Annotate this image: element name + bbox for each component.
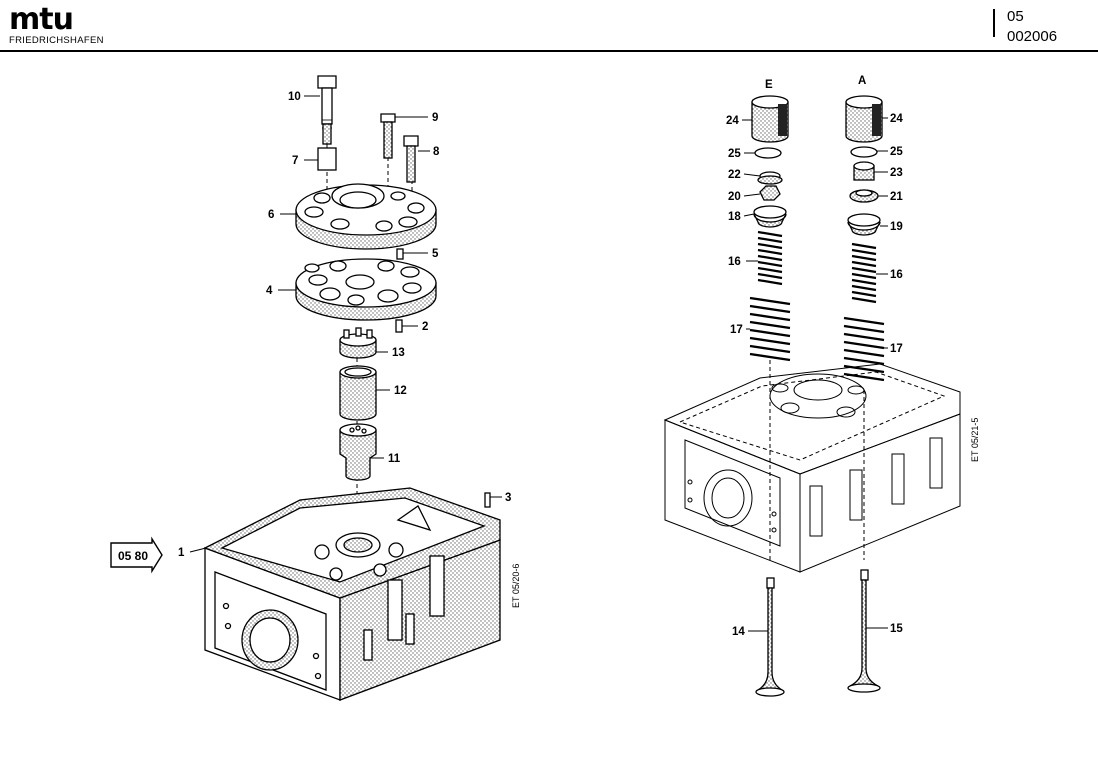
- part-10-bolt: [317, 75, 337, 145]
- left-reference-code: ET 05/20-6: [511, 564, 521, 608]
- part-2-pin: [395, 319, 403, 333]
- callout-5: 5: [432, 248, 439, 260]
- part-9-bolt: [380, 113, 396, 159]
- part-14-inlet-valve: [755, 577, 785, 697]
- mtu-logo: mtu FRIEDRICHSHAFEN: [9, 2, 104, 47]
- part-17-outer-spring-a: [843, 316, 885, 382]
- callout-25-e: 25: [728, 148, 741, 160]
- part-5-pin: [396, 248, 404, 260]
- page-header: mtu FRIEDRICHSHAFEN 05 002006: [0, 0, 1098, 52]
- part-21-keys: [849, 189, 879, 203]
- callout-17-e: 17: [730, 324, 743, 336]
- callout-19: 19: [890, 221, 903, 233]
- part-23-rotator: [853, 161, 875, 181]
- part-8-bolt: [403, 135, 419, 183]
- document-number: 002006: [1007, 28, 1058, 45]
- part-1-cylinder-head: [203, 487, 501, 701]
- callout-2: 2: [422, 321, 428, 333]
- part-15-exhaust-valve: [847, 569, 881, 693]
- callout-22: 22: [728, 169, 741, 181]
- part-24-cap-a: [845, 95, 883, 143]
- part-6-flange: [295, 183, 437, 250]
- part-16-inner-spring-a: [851, 242, 877, 304]
- callout-8: 8: [433, 146, 440, 158]
- callout-15: 15: [890, 623, 903, 635]
- header-divider: [993, 9, 995, 37]
- callout-21: 21: [890, 191, 903, 203]
- part-18-retainer: [753, 205, 787, 228]
- callout-20: 20: [728, 191, 741, 203]
- callout-4: 4: [266, 285, 273, 297]
- logo-subtitle: FRIEDRICHSHAFEN: [9, 35, 104, 46]
- column-letter-e: E: [765, 79, 773, 91]
- callout-17-a: 17: [890, 343, 903, 355]
- part-19-retainer: [847, 213, 881, 236]
- callout-16-e: 16: [728, 256, 741, 268]
- callout-14: 14: [732, 626, 745, 638]
- callout-1: 1: [178, 547, 185, 559]
- callout-10: 10: [288, 91, 301, 103]
- callout-3: 3: [505, 492, 511, 504]
- left-callout-labels: 10 9 7 8 6 5 4 2 13 12 11 3 1: [178, 91, 511, 559]
- group-number: 05: [1007, 8, 1024, 25]
- callout-18: 18: [728, 211, 741, 223]
- part-16-inner-spring-e: [757, 230, 783, 286]
- callout-13: 13: [392, 347, 405, 359]
- callout-9: 9: [432, 112, 438, 124]
- pointer-label: 05 80: [118, 549, 148, 563]
- callout-6: 6: [268, 209, 274, 221]
- left-leader-lines: [189, 95, 502, 553]
- right-reference-code: ET 05/21-5: [970, 418, 980, 462]
- part-3-pin: [484, 492, 491, 508]
- cylinder-head-outline: [663, 363, 961, 573]
- callout-24-e: 24: [726, 115, 739, 127]
- part-4-plate: [295, 258, 437, 321]
- part-25-ring-a: [850, 146, 878, 158]
- part-22-seat: [757, 171, 783, 185]
- header-rule: [0, 50, 1098, 52]
- callout-25-a: 25: [890, 146, 903, 158]
- part-13-castle-nut: [339, 327, 377, 359]
- callout-12: 12: [394, 385, 407, 397]
- callout-24-a: 24: [890, 113, 903, 125]
- part-12-liner: [339, 365, 377, 421]
- logo-word: mtu: [9, 2, 74, 37]
- part-20-keys: [759, 185, 781, 201]
- part-7-sleeve: [317, 147, 337, 171]
- part-25-ring-e: [754, 147, 782, 159]
- callout-23: 23: [890, 167, 903, 179]
- left-exploded-assembly: [189, 75, 502, 701]
- column-letter-a: A: [858, 75, 866, 87]
- callout-7: 7: [292, 155, 298, 167]
- callout-11: 11: [388, 453, 401, 465]
- right-exploded-assembly: [663, 95, 961, 697]
- callout-16-a: 16: [890, 269, 903, 281]
- part-17-outer-spring-e: [749, 296, 791, 362]
- right-leader-lines: [742, 117, 888, 632]
- part-24-cap-e: [751, 95, 789, 143]
- right-callout-labels: 24 25 22 20 18 16 17 24 25 23 21 19 16 1…: [726, 113, 903, 638]
- group-pointer-05-80: 05 80: [110, 536, 163, 574]
- part-11-insert: [339, 423, 377, 481]
